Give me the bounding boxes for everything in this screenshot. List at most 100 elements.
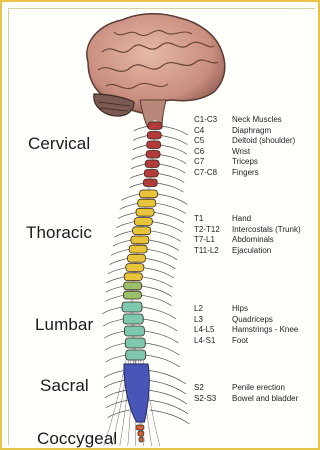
nerve-branch <box>111 249 129 255</box>
lumbar-vertebra <box>125 338 145 348</box>
thoracic-vertebra <box>138 199 156 207</box>
nerve-branch <box>103 319 123 326</box>
nerve-row-lumbar: L3Quadriceps <box>194 315 273 325</box>
nerve-row-thoracic: T11-L2Ejaculation <box>194 246 271 256</box>
nerve-branch <box>118 212 136 218</box>
nerve-branch <box>142 277 172 288</box>
nerve-function: Deltoid (shoulder) <box>232 136 295 146</box>
nerve-branch <box>157 183 183 192</box>
nerve-branch <box>152 222 182 233</box>
nerve-branch <box>131 164 145 169</box>
nerve-branch <box>108 268 126 274</box>
nerve-segment: T7-L1 <box>194 235 232 245</box>
nerve-segment: L4-L5 <box>194 325 232 335</box>
lumbar-vertebra <box>126 350 146 360</box>
thoracic-vertebra <box>126 264 144 272</box>
coccygeal-vertebra <box>136 425 144 430</box>
thoracic-vertebra <box>133 227 151 235</box>
nerve-branch <box>146 380 186 394</box>
region-label-lumbar: Lumbar <box>35 315 93 335</box>
nerve-row-lumbar: L4-S1Foot <box>194 336 248 346</box>
nerve-branch <box>142 307 176 319</box>
brain-icon <box>87 14 225 128</box>
nerve-branch <box>105 343 125 350</box>
nerve-branch <box>160 155 186 164</box>
nerve-branch <box>158 174 184 183</box>
nerve-branch <box>149 240 179 251</box>
nerve-branch <box>150 410 190 424</box>
nerve-branch <box>159 164 185 173</box>
nerve-row-sacral: S2Penile erection <box>194 383 285 393</box>
coccygeal-vertebra <box>138 431 144 436</box>
nerve-segment: C6 <box>194 147 232 157</box>
nerve-segment: T1 <box>194 214 232 224</box>
nerve-branch <box>144 268 174 279</box>
cervical-vertebra <box>147 141 161 149</box>
nerve-segment: L4-S1 <box>194 336 232 346</box>
nerve-branch <box>161 136 187 145</box>
nerve-row-cervical: C5Deltoid (shoulder) <box>194 136 295 146</box>
nerve-branch <box>141 295 171 306</box>
nerve-function: Hips <box>232 304 248 314</box>
coccygeal-vertebra <box>139 437 143 442</box>
nerve-branch <box>144 331 178 343</box>
nerve-row-cervical: C7Triceps <box>194 157 258 167</box>
nerve-branch <box>143 319 177 331</box>
nerve-branch <box>147 390 187 404</box>
nerve-segment: T2-T12 <box>194 225 232 235</box>
nerve-segment: S2 <box>194 383 232 393</box>
nerve-function: Penile erection <box>232 383 285 393</box>
thoracic-vertebra <box>124 282 142 290</box>
nerve-row-thoracic: T1Hand <box>194 214 251 224</box>
thoracic-vertebra <box>136 208 154 216</box>
nerve-branch <box>161 145 187 154</box>
nerve-segment: C7-C8 <box>194 168 232 178</box>
cervical-vertebra <box>147 132 161 140</box>
nerve-segment: C4 <box>194 126 232 136</box>
nerve-function: Neck Muscles <box>232 115 282 125</box>
nerve-branch <box>146 370 186 384</box>
nerve-branch <box>106 355 126 362</box>
nerve-segment: T11-L2 <box>194 246 232 256</box>
nerve-row-lumbar: L2Hips <box>194 304 248 314</box>
nerve-branch <box>106 286 124 292</box>
nerve-function: Wrist <box>232 147 250 157</box>
nerve-branch <box>122 194 140 200</box>
nerve-row-cervical: C4Diaphragm <box>194 126 271 136</box>
nerve-row-cervical: C6Wrist <box>194 147 250 157</box>
nerve-branch <box>132 155 146 160</box>
nerve-function: Ejaculation <box>232 246 271 256</box>
nerve-function: Hand <box>232 214 251 224</box>
region-label-thoracic: Thoracic <box>26 223 92 243</box>
nerve-segment: S2-S3 <box>194 394 232 404</box>
nerve-segment: L2 <box>194 304 232 314</box>
nerve-row-lumbar: L4-L5Hamstrings - Knee <box>194 325 298 335</box>
nerve-branch <box>158 194 188 205</box>
nerve-branch <box>113 240 131 246</box>
nerve-row-cervical: C7-C8Fingers <box>194 168 259 178</box>
nerve-function: Triceps <box>232 157 258 167</box>
nerve-branch <box>133 136 147 141</box>
nerve-branch <box>120 203 138 209</box>
region-label-sacral: Sacral <box>40 376 89 396</box>
nerve-function: Hamstrings - Knee <box>232 325 298 335</box>
nerve-branch <box>156 203 186 214</box>
cervical-vertebra <box>144 170 158 178</box>
nerve-row-cervical: C1-C3Neck Muscles <box>194 115 282 125</box>
nerve-branch <box>129 183 143 188</box>
nerve-function: Quadriceps <box>232 315 273 325</box>
nerve-branch <box>134 126 148 131</box>
nerve-row-thoracic: T7-L1Abdominals <box>194 235 274 245</box>
nerve-branch <box>105 390 127 398</box>
thoracic-vertebra <box>140 190 158 198</box>
nerve-segment: C1-C3 <box>194 115 232 125</box>
thoracic-vertebra <box>129 245 147 253</box>
nerve-row-thoracic: T2-T12Intercostals (Trunk) <box>194 225 301 235</box>
nerve-branch <box>106 400 128 408</box>
nerve-branch <box>110 258 128 264</box>
nerve-branch <box>151 231 181 242</box>
lumbar-vertebra <box>123 314 143 324</box>
nerve-branch <box>115 231 133 237</box>
nerve-segment: C7 <box>194 157 232 167</box>
